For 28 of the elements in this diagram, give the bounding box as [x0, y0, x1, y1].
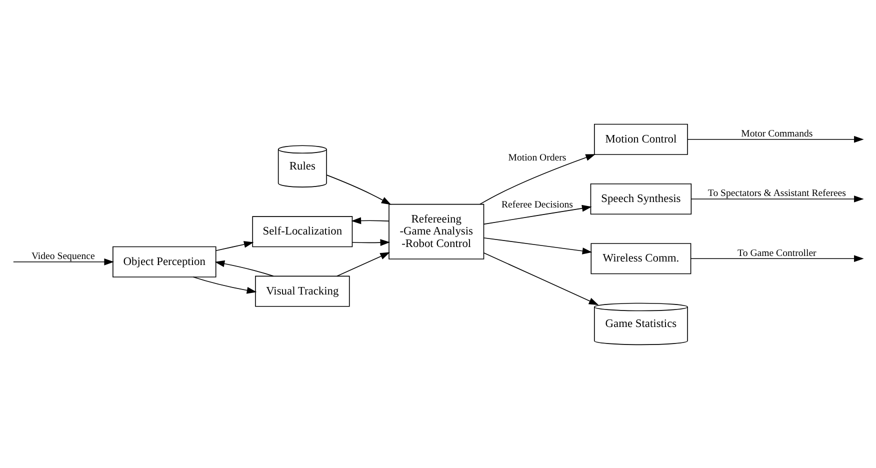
node-box: Wireless Comm.	[590, 242, 692, 274]
arrow	[687, 135, 864, 142]
node-box: Object Perception	[112, 246, 216, 277]
arrow	[480, 154, 596, 204]
edge-label: Video Sequence	[31, 250, 95, 262]
edge-label: To Game Controller	[738, 247, 816, 258]
arrow	[214, 260, 274, 276]
node-box: Visual Tracking	[255, 275, 350, 306]
arrow	[216, 240, 254, 251]
arrow	[483, 236, 592, 254]
arrow	[336, 252, 390, 276]
arrow	[483, 204, 592, 224]
arrow	[326, 174, 392, 204]
node-box: Self-Localization	[252, 216, 353, 247]
node-box: Motion Control	[594, 123, 688, 154]
arrow	[690, 254, 864, 262]
edge-label: Motion Orders	[508, 152, 566, 163]
edge-label: Referee Decisions	[501, 199, 574, 210]
edge-label: To Spectators & Assistant Referees	[708, 188, 846, 199]
arrow	[690, 195, 864, 202]
arrow	[351, 216, 390, 224]
node-box: Refereeing -Game Analysis -Robot Control	[388, 203, 484, 259]
arrow	[13, 258, 114, 265]
arrow	[483, 252, 599, 305]
edge-label: Motor Commands	[741, 128, 813, 140]
arrow	[192, 276, 257, 294]
arrow	[352, 238, 390, 246]
node-box: Speech Synthesis	[590, 182, 692, 214]
